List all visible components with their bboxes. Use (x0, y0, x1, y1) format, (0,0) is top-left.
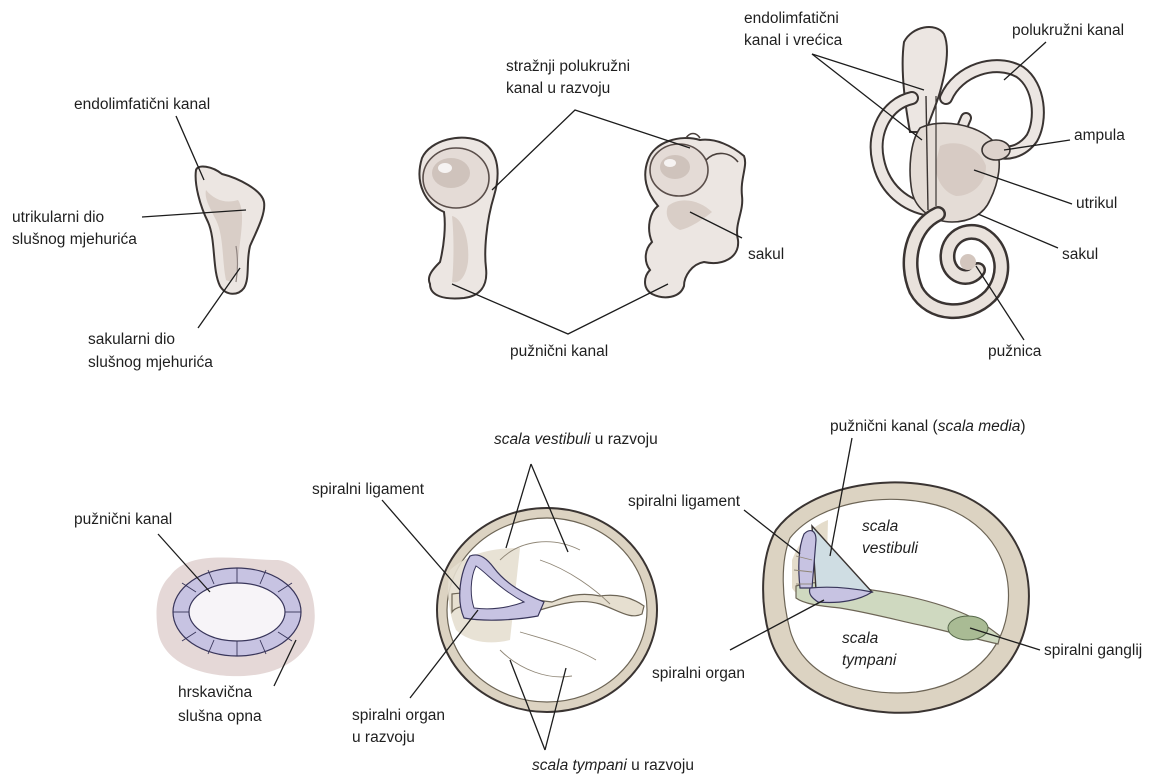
label-scala-tympani-b2-italic: scala tympani (532, 757, 627, 774)
label-scala-vestibuli-b2-italic: scala vestibuli (494, 431, 591, 448)
label-scala-tympani-b3-line1: scala (842, 630, 879, 647)
label-endolymphatic-sac-line1: endolimfatični (744, 10, 839, 27)
cochlear-duct-section-drawing (157, 557, 315, 676)
label-cochlear-duct-b3-c: ) (1020, 418, 1025, 435)
label-semicircular-canal: polukružni kanal (1012, 22, 1124, 39)
label-saccular-part-line2: slušnog mjehurića (88, 354, 213, 371)
label-utricle: utrikul (1076, 195, 1117, 212)
label-scala-vestibuli-b2: scala vestibuli u razvoju (494, 431, 658, 448)
label-spiral-organ-b2-line2: u razvoju (352, 729, 415, 746)
label-cartilage-line1: hrskavična (178, 684, 252, 701)
label-scala-tympani-b2-rest: u razvoju (627, 757, 694, 774)
mature-cochlea-section-drawing (763, 482, 1029, 712)
leader-endolymph-s1 (176, 116, 204, 180)
early-inner-ear-drawing (419, 138, 497, 299)
label-cochlear-duct-b3-italic: scala media (938, 418, 1021, 435)
otic-vesicle-drawing (196, 167, 265, 294)
label-saccule-stage2: sakul (748, 246, 784, 263)
label-spiral-ligament-b2: spiralni ligament (312, 481, 425, 498)
label-scala-vestibuli-b3-line1: scala (862, 518, 899, 535)
label-endolymphatic-sac-line2: kanal i vrećica (744, 32, 843, 49)
leader-cochlear-duct-s2 (452, 284, 668, 334)
label-cochlea: pužnica (988, 343, 1042, 360)
label-scala-vestibuli-b2-rest: u razvoju (591, 431, 658, 448)
developing-inner-ear-drawing (645, 134, 745, 298)
developing-cochlea-section-drawing (437, 508, 657, 712)
label-spiral-ligament-b3: spiralni ligament (628, 493, 741, 510)
label-saccule-stage3: sakul (1062, 246, 1098, 263)
label-posterior-canal-line2: kanal u razvoju (506, 80, 610, 97)
label-posterior-canal-line1: stražnji polukružni (506, 58, 630, 75)
label-spiral-organ-b2-line1: spiralni organ (352, 707, 445, 724)
label-spiral-ganglion: spiralni ganglij (1044, 642, 1142, 659)
label-cartilage-line2: slušna opna (178, 708, 262, 725)
label-ampulla: ampula (1074, 127, 1125, 144)
label-utricular-part-line2: slušnog mjehurića (12, 231, 137, 248)
label-cochlear-duct-stage2: pužnični kanal (510, 343, 608, 360)
label-scala-tympani-b2: scala tympani u razvoju (532, 757, 694, 774)
label-scala-vestibuli-b3-line2: vestibuli (862, 540, 919, 557)
leader-spiral-lig-b2 (382, 500, 460, 590)
label-endolymphatic-duct-stage1: endolimfatični kanal (74, 96, 210, 113)
label-cochlear-duct-b3-a: pužnični kanal ( (830, 418, 939, 435)
label-scala-tympani-b3-line2: tympani (842, 652, 897, 669)
label-spiral-organ-b3: spiralni organ (652, 665, 745, 682)
adult-labyrinth-drawing (877, 27, 1038, 311)
label-cochlear-duct-b3: pužnični kanal (scala media) (830, 418, 1026, 435)
label-saccular-part-line1: sakularni dio (88, 331, 175, 348)
label-cochlear-duct-b1: pužnični kanal (74, 511, 172, 528)
label-utricular-part-line1: utrikularni dio (12, 209, 104, 226)
